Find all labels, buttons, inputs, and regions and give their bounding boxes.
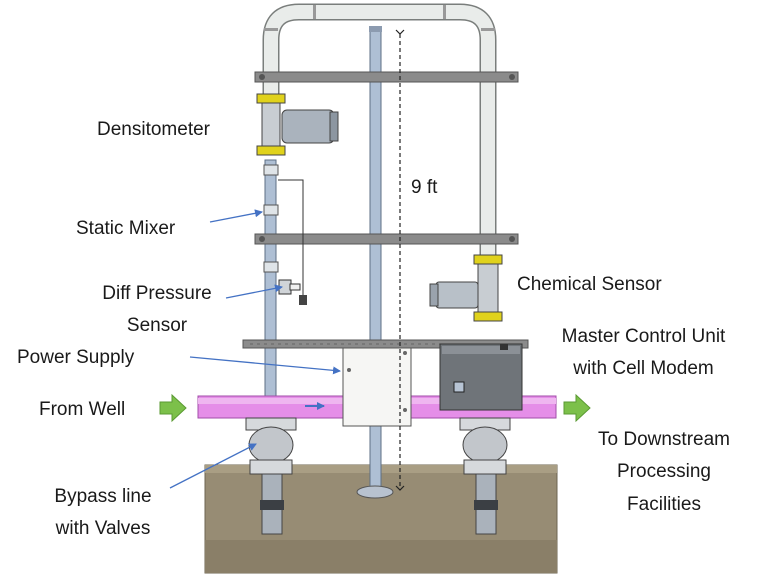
outlet-flow-arrow xyxy=(563,393,591,423)
diff-pressure-pointer xyxy=(225,284,283,299)
static-mixer-pointer xyxy=(209,209,263,223)
from-well-label: From Well xyxy=(39,399,126,420)
static-mixer-label: Static Mixer xyxy=(76,218,176,239)
bypass-pointer xyxy=(169,443,257,489)
bypass-label-1: Bypass line xyxy=(54,486,152,507)
power-supply-box xyxy=(342,347,412,427)
diff-pressure-label-2: Sensor xyxy=(126,315,188,336)
left-vertical-pipe xyxy=(263,119,279,441)
right-bypass-valve xyxy=(459,417,511,535)
return-loop-pipe xyxy=(262,3,497,320)
left-bypass-valve xyxy=(245,417,297,535)
center-support-column xyxy=(356,26,394,499)
diff-pressure-label-1: Diff Pressure xyxy=(102,283,212,304)
downstream-label-2: Processing xyxy=(617,461,711,482)
master-control-label-2: with Cell Modem xyxy=(573,358,714,379)
bypass-label-2: with Valves xyxy=(55,518,151,539)
power-supply-label: Power Supply xyxy=(17,347,135,368)
inlet-flow-arrow xyxy=(159,393,187,423)
densitometer-label: Densitometer xyxy=(97,119,210,140)
height-label: 9 ft xyxy=(411,177,438,198)
downstream-label-3: Facilities xyxy=(627,494,701,515)
frame-rails xyxy=(254,71,519,245)
master-control-label-1: Master Control Unit xyxy=(561,326,726,347)
densitometer-unit xyxy=(256,93,339,156)
chemical-sensor-unit xyxy=(429,254,503,322)
master-control-unit-box xyxy=(439,343,523,411)
chemical-sensor-label: Chemical Sensor xyxy=(517,274,662,295)
downstream-label-1: To Downstream xyxy=(598,429,730,450)
power-supply-pointer xyxy=(189,356,341,375)
